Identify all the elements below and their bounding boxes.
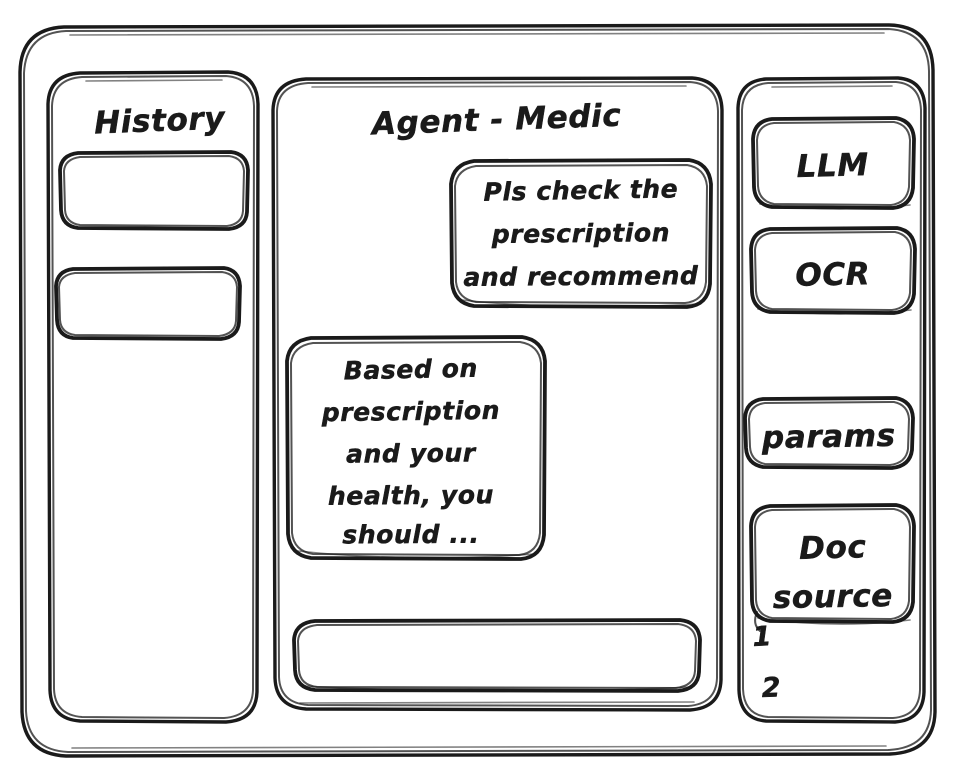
tools-panel bbox=[736, 76, 927, 724]
ocr-button-label: OCR bbox=[795, 256, 871, 294]
agent-message-line-5: should ... bbox=[342, 520, 479, 550]
llm-button-shape[interactable] bbox=[751, 116, 916, 210]
history-item-1-shape[interactable] bbox=[58, 150, 250, 231]
ocr-button-shape[interactable] bbox=[749, 226, 917, 315]
doc-source-label-line-2: source bbox=[772, 578, 893, 616]
agent-panel-title: Agent - Medic bbox=[368, 98, 622, 143]
params-button-shape[interactable] bbox=[743, 396, 915, 470]
history-item-2-shape[interactable] bbox=[54, 266, 242, 341]
agent-message-line-3: and your bbox=[346, 438, 477, 468]
agent-message-bubble-shape bbox=[285, 335, 547, 561]
user-message-bubble-shape bbox=[449, 158, 713, 309]
user-message-line-3: and recommend bbox=[463, 261, 699, 292]
params-button[interactable] bbox=[743, 396, 915, 470]
user-message-line-2: prescription bbox=[491, 218, 671, 249]
doc-source-label-line-1: Doc bbox=[799, 529, 867, 567]
history-panel bbox=[46, 70, 260, 724]
doc-source-box-shape[interactable] bbox=[749, 503, 916, 625]
window-frame bbox=[18, 23, 937, 758]
doc-source-list-marks bbox=[754, 611, 761, 632]
agent-message-line-4: health, you bbox=[328, 480, 494, 510]
history-item-1[interactable] bbox=[58, 150, 250, 232]
history-item-2[interactable] bbox=[54, 266, 242, 342]
doc-source-item-2[interactable]: 2 bbox=[761, 672, 782, 704]
user-message-line-1: Pls check the bbox=[483, 174, 678, 206]
history-panel-title: History bbox=[94, 100, 227, 141]
params-button-label: params bbox=[761, 418, 896, 456]
composer-input-shape[interactable] bbox=[292, 618, 702, 693]
agent-message-line-2: prescription bbox=[321, 396, 501, 428]
doc-source-box[interactable] bbox=[749, 503, 916, 624]
agent-panel bbox=[271, 76, 724, 712]
agent-message-line-1: Based on bbox=[343, 354, 478, 386]
llm-button-label: LLM bbox=[796, 147, 869, 185]
composer-input[interactable] bbox=[292, 618, 702, 694]
ocr-button[interactable] bbox=[749, 226, 917, 315]
doc-source-item-1[interactable]: 1 bbox=[751, 621, 773, 653]
llm-button[interactable] bbox=[751, 116, 916, 210]
